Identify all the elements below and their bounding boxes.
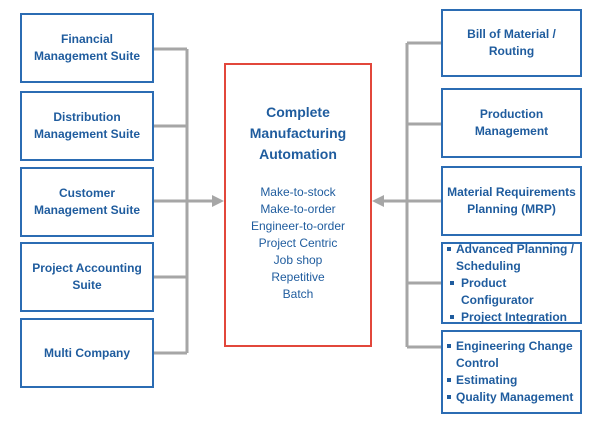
manufacturing-modes-list: Make-to-stock Make-to-order Engineer-to-…: [226, 184, 370, 303]
mode-item: Make-to-order: [260, 202, 336, 216]
bom-label-1: Bill of Material /: [467, 27, 556, 41]
production-label-2: Management: [474, 124, 549, 138]
multi-company-box: Multi Company: [20, 318, 154, 388]
center-title-line-1: Complete: [266, 104, 330, 120]
distribution-label-1: Distribution: [53, 110, 121, 124]
mode-item: Job shop: [273, 253, 323, 267]
customer-label-2: Management Suite: [33, 203, 141, 217]
financial-label-2: Management Suite: [33, 49, 141, 63]
mode-item: Engineer-to-order: [250, 219, 346, 233]
mrp-label-2: Planning (MRP): [467, 202, 556, 216]
center-title-line-2: Manufacturing: [249, 125, 347, 141]
multi-company-label: Multi Company: [44, 345, 130, 360]
left-arrowhead: [212, 195, 224, 207]
mode-item: Repetitive: [271, 270, 325, 284]
right-arrowhead: [372, 195, 384, 207]
project-accounting-label-2: Suite: [72, 278, 102, 292]
estimating-item: Estimating: [447, 372, 573, 389]
customer-label-1: Customer: [58, 186, 115, 200]
advanced-planning-label-1: Advanced Planning /: [456, 241, 575, 256]
financial-label-1: Financial: [60, 32, 113, 46]
advanced-planning-label-2: Scheduling: [456, 258, 521, 273]
complete-manufacturing-automation-box: Complete Manufacturing Automation Make-t…: [224, 63, 372, 347]
bill-of-material-box: Bill of Material / Routing: [441, 9, 582, 77]
product-configurator-item: Product Configurator: [447, 275, 580, 309]
advanced-planning-box: Advanced Planning / Scheduling Product Co…: [441, 242, 582, 324]
advanced-planning-item: Advanced Planning / Scheduling: [447, 241, 580, 275]
mode-item: Project Centric: [258, 236, 338, 250]
project-integration-item: Project Integration: [447, 309, 580, 326]
engineering-change-label-1: Engineering Change: [456, 339, 573, 353]
project-accounting-label-1: Project Accounting: [32, 261, 142, 275]
quality-management-item: Quality Management: [447, 389, 573, 406]
mode-item: Make-to-stock: [260, 185, 336, 199]
planning-feature-list: Advanced Planning / Scheduling Product Co…: [447, 241, 580, 326]
center-title-line-3: Automation: [259, 146, 337, 162]
production-label-1: Production: [479, 107, 544, 121]
bom-label-2: Routing: [488, 44, 535, 58]
distribution-label-2: Management Suite: [33, 127, 141, 141]
mrp-label-1: Material Requirements: [447, 185, 576, 199]
center-title: Complete Manufacturing Automation: [226, 102, 370, 165]
engineering-change-label-2: Control: [456, 356, 499, 370]
mode-item: Batch: [282, 287, 314, 301]
